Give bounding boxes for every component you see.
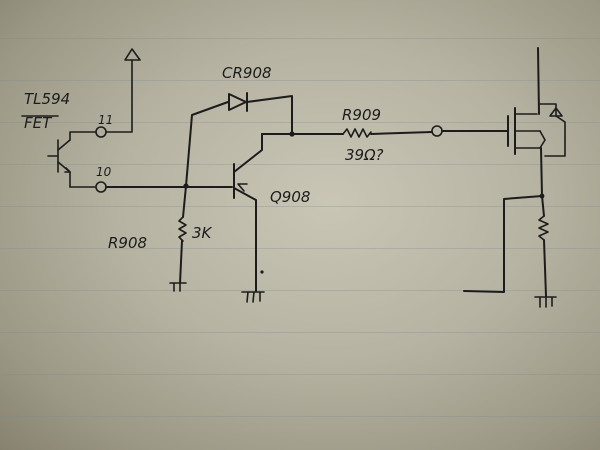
pin11-label: 11 bbox=[98, 113, 113, 127]
ruled-line bbox=[0, 80, 600, 81]
q908-label: Q908 bbox=[270, 188, 310, 206]
resistor-r908 bbox=[169, 185, 187, 292]
source-network bbox=[463, 195, 557, 308]
ruled-line bbox=[0, 122, 600, 123]
ruled-line bbox=[0, 38, 600, 39]
pin10-connection bbox=[69, 181, 233, 193]
ruled-line bbox=[0, 332, 600, 333]
ic-label: TL594 bbox=[24, 90, 70, 108]
pin10-label: 10 bbox=[96, 165, 112, 179]
r908-label: R908 bbox=[108, 234, 147, 252]
r908-value: 3K bbox=[192, 224, 213, 242]
diode-cr908 bbox=[185, 92, 295, 187]
ruled-line bbox=[0, 248, 600, 249]
resistor-r909 bbox=[342, 128, 372, 138]
ic-sub-label: FET bbox=[24, 114, 53, 132]
mosfet bbox=[507, 47, 566, 199]
ruled-line bbox=[0, 206, 600, 207]
source-resistor bbox=[538, 215, 549, 241]
ground-icon bbox=[534, 296, 557, 308]
ground-icon bbox=[241, 291, 265, 303]
pin11-terminal bbox=[95, 126, 107, 138]
ruled-line bbox=[0, 164, 600, 165]
ic-output-transistor bbox=[47, 139, 71, 188]
diode-label: CR908 bbox=[222, 64, 272, 82]
r909-label: R909 bbox=[342, 106, 381, 124]
supply-arrow-icon bbox=[124, 48, 141, 61]
gate-terminal bbox=[431, 125, 443, 137]
r909-value: 39Ω? bbox=[345, 146, 384, 164]
pin10-terminal bbox=[95, 181, 107, 193]
ruled-line bbox=[0, 290, 600, 291]
gate-drive-line bbox=[261, 125, 509, 138]
ground-q908 bbox=[241, 275, 265, 303]
ruled-line bbox=[0, 374, 600, 375]
ground-icon bbox=[169, 282, 187, 292]
transistor-q908 bbox=[233, 133, 264, 277]
body-diode-icon bbox=[549, 107, 563, 117]
pin11-connection bbox=[69, 48, 141, 141]
ruled-line bbox=[0, 416, 600, 417]
